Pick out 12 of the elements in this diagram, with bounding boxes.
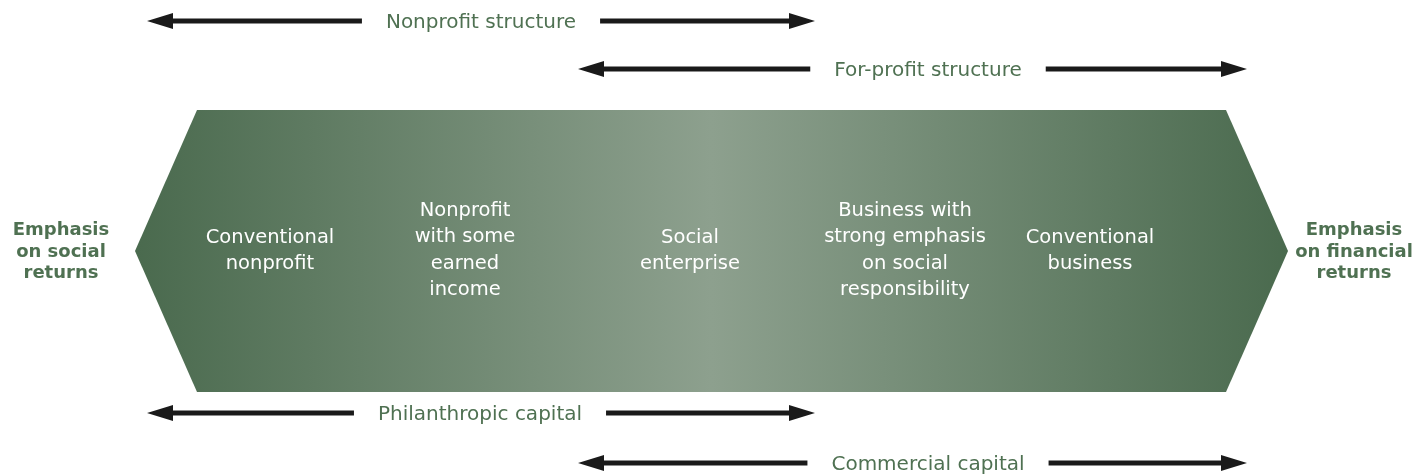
axis-end-label: Emphasis on social returns — [11, 217, 111, 283]
category-label: Social enterprise — [639, 223, 741, 276]
range-label: Philanthropic capital — [377, 401, 583, 425]
category-label: Conventional business — [1024, 223, 1156, 276]
category-label: Nonprofit with some earned income — [413, 197, 517, 303]
category-label: Business with strong emphasis on social responsibility — [823, 197, 987, 303]
category-label: Conventional nonprofit — [204, 223, 336, 276]
spectrum-band — [135, 110, 1288, 392]
range-label: Commercial capital — [831, 451, 1025, 475]
range-label: Nonprofit structure — [385, 9, 577, 33]
range-label: For-profit structure — [834, 57, 1022, 81]
axis-end-label: Emphasis on financial returns — [1294, 217, 1414, 283]
